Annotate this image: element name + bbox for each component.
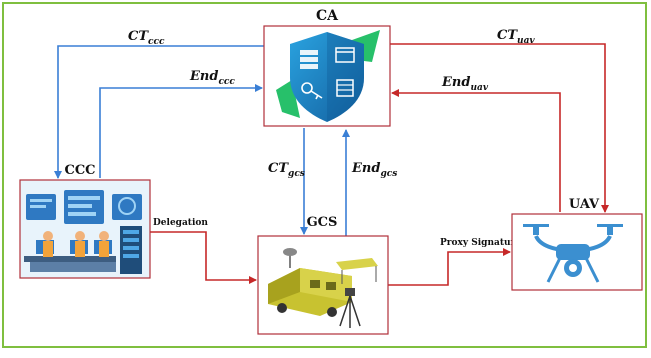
label-end-ccc: Endccc <box>189 69 235 87</box>
arrow-end-ccc <box>99 84 263 178</box>
outer-frame <box>2 2 647 348</box>
label-proxy-signature: Proxy Signature <box>440 238 521 248</box>
security-shield-icon <box>276 30 380 122</box>
node-title-gcs: GCS <box>307 215 338 230</box>
node-title-ccc: CCC <box>64 163 95 178</box>
label-ct-uav: CTuav <box>497 28 535 46</box>
arrow-delegation <box>150 231 257 284</box>
node-title-ca: CA <box>316 8 339 24</box>
ground-station-icon <box>268 248 378 328</box>
label-delegation: Delegation <box>153 218 208 228</box>
arrow-ct-ccc <box>54 45 264 179</box>
arrow-ct-uav <box>390 43 609 213</box>
label-end-uav: Enduav <box>441 75 489 93</box>
arrow-proxy-signature <box>388 248 511 286</box>
node-title-uav: UAV <box>569 197 600 212</box>
label-ct-ccc: CTccc <box>128 29 165 47</box>
control-center-icon <box>24 190 142 274</box>
arrow-end-uav <box>391 89 561 212</box>
label-ct-gcs: CTgcs <box>268 161 305 179</box>
label-end-gcs: Endgcs <box>351 161 397 179</box>
drone-icon <box>523 224 623 283</box>
